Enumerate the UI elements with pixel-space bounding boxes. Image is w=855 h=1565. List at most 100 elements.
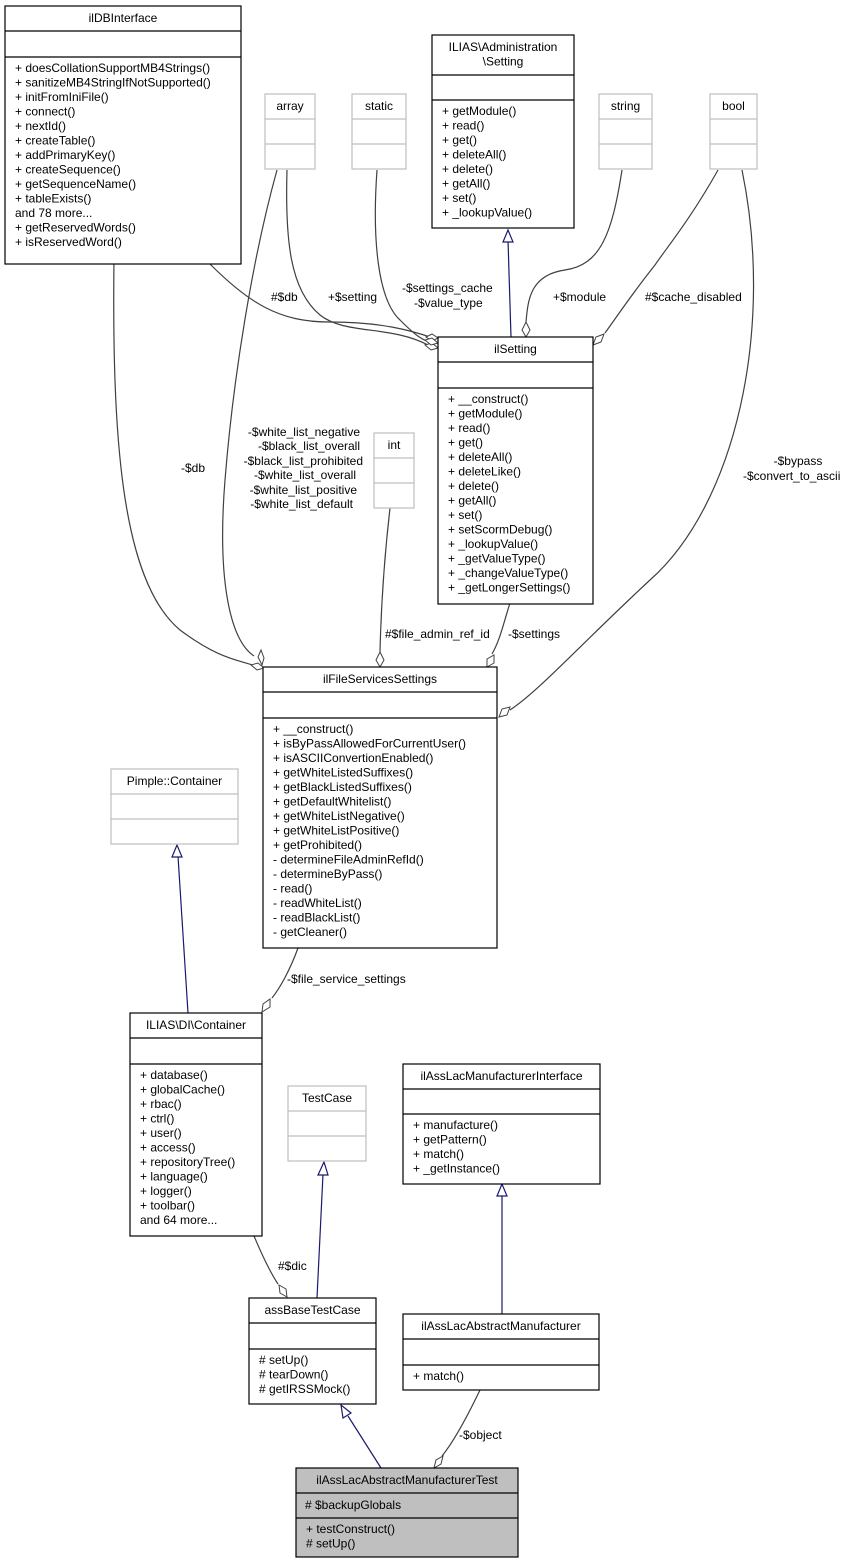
class-method: + nextId() [15,119,66,133]
label-settings: -$settings [508,627,560,641]
class-method: + getDefaultWhitelist() [273,795,391,809]
label-object: -$object [459,1428,502,1442]
diamond-ilsetting-array [423,342,440,351]
class-method: + ctrl() [140,1112,174,1126]
diamond-ilsetting-bool [592,333,605,346]
label-white-list-default: -$white_list_default [250,497,353,511]
class-name: ilFileServicesSettings [323,672,437,686]
arrow-basetest [340,1403,353,1419]
class-method: + _getInstance() [413,1162,500,1176]
class-name: array [276,99,303,113]
edge-array-to-ilsetting [286,169,429,346]
class-method: + language() [140,1170,208,1184]
class-method: # getIRSSMock() [259,1382,350,1396]
diamond-ilsetting-static [423,337,440,346]
arrow-pimple [171,843,183,858]
label-white-list-overall: -$white_list_overall [254,468,356,482]
class-array: array [264,93,316,170]
class-method: + tableExists() [15,192,91,206]
class-static: static [351,93,407,170]
class-box-manuf_iface [402,1063,601,1185]
class-method: + globalCache() [140,1083,225,1097]
class-pimple: Pimple::Container [110,768,239,845]
class-name: Pimple::Container [127,774,222,788]
diamond-main-object [433,1454,444,1470]
class-name: ILIAS\DI\Container [146,1018,246,1032]
class-method: + connect() [15,105,75,119]
class-method: + getProhibited() [273,838,362,852]
class-method: + deleteLike() [448,465,521,479]
class-name: int [388,438,401,452]
class-method: + sanitizeMB4StringIfNotSupported() [15,76,211,90]
class-name: ilDBInterface [89,11,158,25]
class-method: + isReservedWord() [15,235,122,249]
class-box-ildbinterface [4,5,242,265]
class-method: + createTable() [15,134,95,148]
class-name: ilSetting [494,342,537,356]
class-bool: bool [709,93,758,170]
class-method: + createSequence() [15,163,121,177]
class-method: + getReservedWords() [15,221,136,235]
edge-static-to-ilsetting [374,169,431,343]
class-method: + get() [442,133,477,147]
class-method: + getModule() [448,407,522,421]
edge-ilsetting-to-filesettings [491,602,511,655]
label-white-list-positive: -$white_list_positive [250,483,358,497]
class-int: int [373,432,415,509]
class-method: + repositoryTree() [140,1155,235,1169]
label-dic: #$dic [278,1259,307,1273]
class-method: + getAll() [448,494,496,508]
edge-array-to-filesettings [222,169,278,657]
class-method: + __construct() [273,722,353,736]
class-box-int [373,432,415,509]
class-method: + delete() [448,479,499,493]
class-method: + getWhiteListPositive() [273,824,399,838]
diamond-dicontainer-filesettings [261,998,271,1013]
class-method: + read() [442,119,484,133]
class-name: \Setting [483,55,524,69]
edge-main-inherits-basetest [347,1415,382,1469]
class-ildbinterface: ilDBInterface+ doesCollationSupportMB4St… [4,5,242,265]
class-method: + testConstruct() [306,1522,395,1536]
label-file-service-settings: -$file_service_settings [287,972,406,986]
class-method: + read() [448,421,490,435]
class-box-pimple [110,768,239,845]
edge-ilsetting-inherits-admin [507,239,512,338]
class-attribute: # $backupGlobals [305,1498,401,1512]
label-file-admin-ref: #$file_admin_ref_id [385,627,490,641]
class-method: # tearDown() [259,1368,328,1382]
class-filesettings: ilFileServicesSettings+ __construct()+ i… [262,666,498,949]
class-method: + user() [140,1126,182,1140]
class-method: + deleteAll() [448,450,512,464]
class-method: + __construct() [448,392,528,406]
class-method: + toolbar() [140,1199,195,1213]
diamond-filesettings-int [375,650,385,669]
class-box-testcase [287,1085,367,1162]
class-box-array [264,93,316,170]
edge-int-to-filesettings [379,507,391,653]
class-box-dicontainer [129,1012,263,1237]
edges [113,169,755,1470]
class-method: + deleteAll() [442,148,506,162]
label-settings-cache: -$settings_cache [402,281,493,295]
class-box-ilsetting [437,336,594,605]
class-method: + get() [448,436,483,450]
class-method: + getBlackListedSuffixes() [273,780,412,794]
class-method: + getPattern() [413,1133,487,1147]
class-method: and 64 more... [140,1213,217,1227]
class-method: + getModule() [442,104,516,118]
class-method: + _getLongerSettings() [448,581,570,595]
class-method: + set() [448,508,482,522]
diamond-filesettings-bool [498,706,511,718]
class-ilsetting: ilSetting + __construct()+ getModule()+ r… [437,336,594,605]
label-black-list-overall: -$black_list_overall [258,439,360,453]
label-value-type: -$value_type [414,296,483,310]
class-method: + set() [442,191,476,205]
class-box-abs_manuf [402,1313,600,1391]
class-admin_setting: ILIAS\Administration\Setting+ getModule(… [431,34,575,229]
diamond-basetest-dic [278,1284,288,1298]
label-db-file: -$db [181,461,205,475]
edge-dicontainer-inherits-pimple [177,855,189,1014]
class-string: string [598,93,653,170]
class-method: - determineByPass() [273,867,382,881]
